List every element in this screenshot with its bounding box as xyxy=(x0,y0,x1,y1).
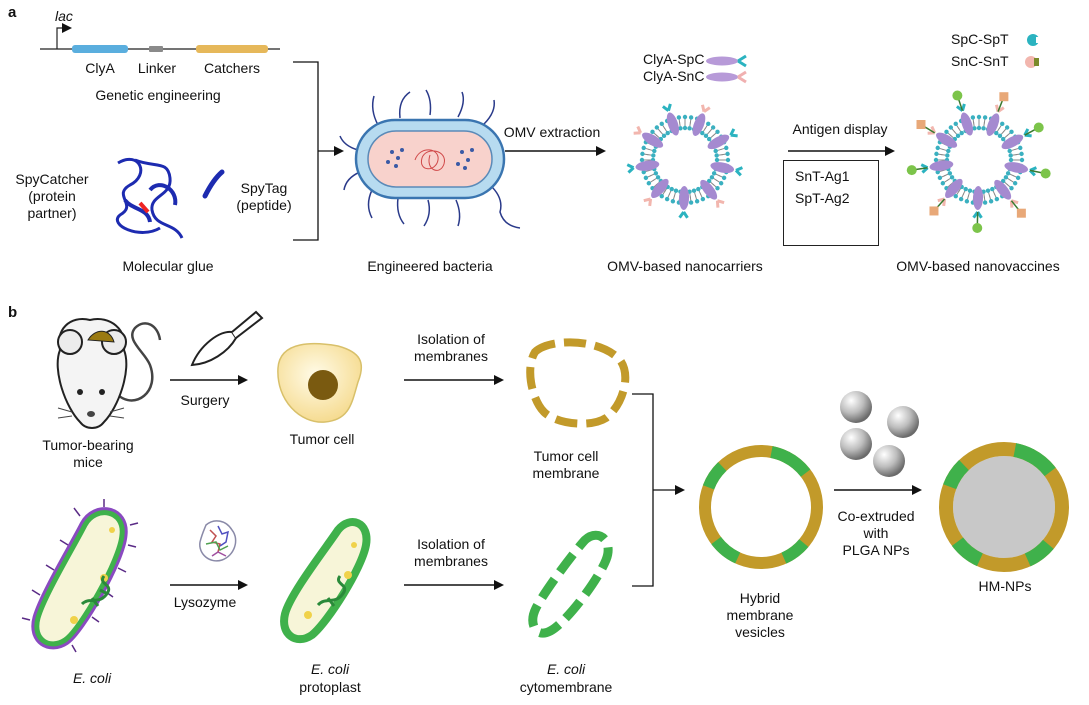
merge-bracket-b xyxy=(632,394,653,586)
omv-extraction-label: OMV extraction xyxy=(504,124,600,141)
clya-label: ClyA xyxy=(85,60,115,77)
catchers-segment xyxy=(196,45,268,53)
tumor-cell-label: Tumor cell xyxy=(290,431,355,448)
coextruded-label: Co-extruded with PLGA NPs xyxy=(837,508,914,559)
spc-spt-legend-icon xyxy=(1027,34,1044,46)
omv-nanocarriers-caption: OMV-based nanocarriers xyxy=(607,258,763,275)
tumor-bearing-mice-label: Tumor-bearing mice xyxy=(42,437,133,471)
spt-ag2-label: SpT-Ag2 xyxy=(795,190,849,207)
ecoli-membrane-fragments xyxy=(533,535,608,633)
omv-nanocarrier-icon xyxy=(627,104,742,218)
clya-spc-label: ClyA-SpC xyxy=(643,51,704,68)
clya-snc-legend-icon xyxy=(706,72,746,82)
spytag-peptide-icon xyxy=(205,172,222,196)
hybrid-vesicles-label: Hybrid membrane vesicles xyxy=(727,590,794,641)
lac-promoter-label: lac xyxy=(55,8,73,25)
cytomembrane-label-species: E. coli xyxy=(547,661,585,678)
linker-segment xyxy=(149,46,163,52)
panel-b-letter: b xyxy=(8,304,17,321)
spycatcher-structure-icon xyxy=(117,159,182,238)
catchers-label: Catchers xyxy=(204,60,260,77)
clya-spc-legend-icon xyxy=(706,56,746,66)
genetic-engineering-caption: Genetic engineering xyxy=(95,87,220,104)
clya-snc-label: ClyA-SnC xyxy=(643,68,704,85)
snt-ag1-label: SnT-Ag1 xyxy=(795,168,849,185)
hybrid-vesicle-icon xyxy=(705,451,817,563)
snc-snt-legend-icon xyxy=(1025,56,1039,68)
merge-bracket-a xyxy=(293,62,318,240)
omv-nanovaccine-icon xyxy=(907,91,1051,233)
linker-label: Linker xyxy=(138,60,176,77)
hm-nps-label: HM-NPs xyxy=(979,578,1032,595)
protoplast-label-species: E. coli xyxy=(311,661,349,678)
gene-construct xyxy=(40,28,280,53)
engineered-bacterium-icon xyxy=(340,90,520,228)
scalpel-icon xyxy=(192,312,262,365)
mouse-icon xyxy=(58,319,160,428)
snc-snt-label: SnC-SnT xyxy=(951,53,1009,70)
tumor-cell-icon xyxy=(278,344,362,422)
ecoli-bacterium-icon xyxy=(22,499,138,652)
cytomembrane-label: cytomembrane xyxy=(520,679,613,696)
panel-a-letter: a xyxy=(8,4,16,21)
plga-nanoparticles-icon xyxy=(840,391,919,477)
spycatcher-label: SpyCatcher (protein partner) xyxy=(15,171,88,222)
molecular-glue-caption: Molecular glue xyxy=(122,258,213,275)
clya-segment xyxy=(72,45,128,53)
ecoli-label: E. coli xyxy=(73,670,111,687)
lysozyme-structure-icon xyxy=(200,521,236,561)
lysozyme-label: Lysozyme xyxy=(174,594,237,611)
tumor-membrane-fragments xyxy=(530,342,625,423)
tumor-membrane-label: Tumor cell membrane xyxy=(533,448,600,482)
isolation-top-label: Isolation of membranes xyxy=(414,331,488,365)
omv-nanovaccines-caption: OMV-based nanovaccines xyxy=(896,258,1059,275)
protoplast-label: protoplast xyxy=(299,679,360,696)
engineered-bacteria-caption: Engineered bacteria xyxy=(367,258,492,275)
spc-spt-label: SpC-SpT xyxy=(951,31,1009,48)
hm-nanoparticle-icon xyxy=(946,449,1062,565)
antigen-display-label: Antigen display xyxy=(793,121,888,138)
isolation-bottom-label: Isolation of membranes xyxy=(414,536,488,570)
protoplast-icon xyxy=(284,522,366,639)
surgery-label: Surgery xyxy=(180,392,229,409)
spytag-label: SpyTag (peptide) xyxy=(236,180,291,214)
